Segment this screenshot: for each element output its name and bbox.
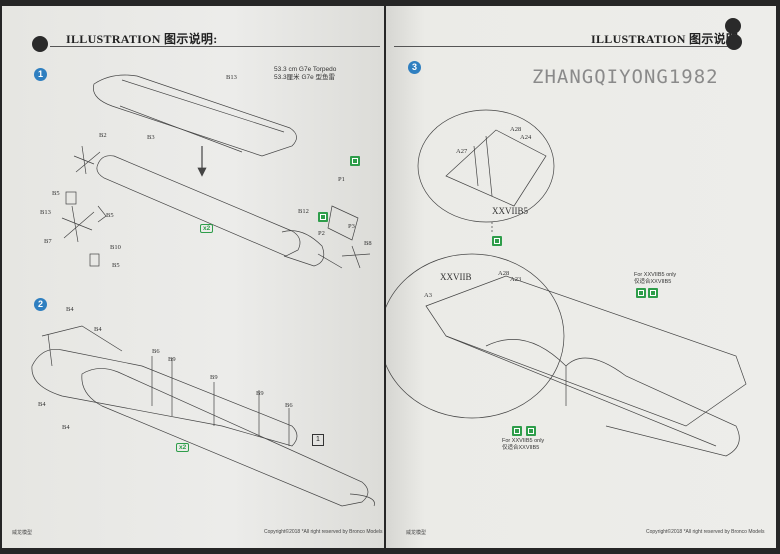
step-marker: 3 [408,61,421,74]
part-label: B4 [38,401,46,408]
part-label: B12 [298,208,309,215]
caption-line: 53.3厘米 G7e 型鱼雷 [274,74,336,81]
part-label: P2 [318,230,325,237]
note-line: For XXVIIB5 only [634,272,677,278]
part-label: XXVIIB5 [492,206,528,216]
part-label: B8 [364,240,372,247]
header-rule [394,46,729,47]
page-header: ILLUSTRATION 图示说明: [66,32,218,46]
part-label: B2 [99,132,107,139]
part-label: B6 [152,348,160,355]
part-icon [350,156,360,166]
binding-hole [32,36,48,52]
part-label: B9 [256,390,264,397]
part-label: B13 [40,209,51,216]
note-line: 仅适合XXVIIB5 [634,279,672,285]
part-label: A3 [424,292,432,299]
note-line: For XXVIIB5 only [502,438,545,444]
left-page: ILLUSTRATION 图示说明: [2,6,384,548]
step-box: 1 [312,434,324,446]
quantity-badge: x2 [176,443,190,452]
part-label: B4 [62,424,70,431]
part-label: B5 [112,262,120,269]
part-label: A28 [510,126,522,133]
note-line: 仅适合XXVIIB5 [502,445,540,451]
watermark: ZHANGQIYONG1982 [532,66,719,88]
part-label: B5 [106,212,114,219]
part-label: P3 [348,223,355,230]
part-label: A23 [510,276,522,283]
part-label: B9 [210,374,218,381]
part-icon [512,426,522,436]
binding-hole [726,34,742,50]
footer-brand: 威龙模型 [12,530,33,536]
step-marker: 1 [34,68,47,81]
part-label: P1 [338,176,345,183]
variant-note: For XXVIIB5 only 仅适合XXVIIB5 [634,272,676,286]
part-icon [636,288,646,298]
page-header: ILLUSTRATION 图示说明: [591,32,743,46]
part-label: B7 [44,238,52,245]
assembly-drawing [31,74,375,507]
footer-copyright: Copyright©2018 *All right reserved by Br… [264,529,383,535]
variant-note: For XXVIIB5 only 仅适合XXVIIB5 [502,438,544,452]
part-label: B4 [66,306,74,313]
assembly-drawing [386,109,747,457]
part-label: B13 [226,74,237,81]
part-label: XXVIIB [440,272,472,282]
part-icon [492,236,502,246]
footer-brand: 威龙模型 [406,530,427,536]
binding-hole [725,18,741,34]
torpedo-caption: 53.3 cm G7e Torpedo 53.3厘米 G7e 型鱼雷 [274,66,336,82]
header-rule [50,46,380,47]
right-page: ILLUSTRATION 图示说明: ZHANGQIYONG1982 3 A28… [386,6,776,548]
part-label: B10 [110,244,121,251]
footer-copyright: Copyright©2018 *All right reserved by Br… [646,529,765,535]
part-label: B5 [52,190,60,197]
quantity-badge: x2 [200,224,214,233]
part-icon [648,288,658,298]
part-label: A28 [498,270,510,277]
part-label: A27 [456,148,468,155]
part-label: B4 [94,326,102,333]
step-marker: 2 [34,298,47,311]
part-label: A24 [520,134,532,141]
part-label: B6 [285,402,293,409]
part-icon [526,426,536,436]
caption-line: 53.3 cm G7e Torpedo [274,66,337,73]
part-label: B3 [147,134,155,141]
part-label: B9 [168,356,176,363]
part-icon [318,212,328,222]
